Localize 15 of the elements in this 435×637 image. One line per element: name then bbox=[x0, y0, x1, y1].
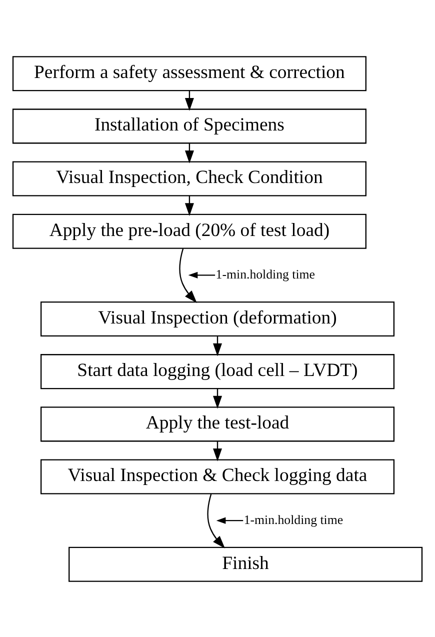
node-box: Visual Inspection (deformation) bbox=[40, 300, 395, 336]
node-text: 1-min.holding time bbox=[244, 512, 344, 526]
arrow bbox=[216, 516, 244, 524]
node-box: Start data logging (load cell – LVDT) bbox=[40, 354, 395, 389]
node-box: Apply the test-load bbox=[40, 406, 395, 442]
arrow bbox=[188, 271, 216, 278]
arrow bbox=[179, 248, 197, 303]
node-box: Apply the pre-load (20% of test load) bbox=[12, 213, 366, 248]
node-box: Visual Inspection, Check Condition bbox=[12, 160, 366, 196]
node-box: Visual Inspection & Check logging data bbox=[40, 458, 395, 494]
node-box: Installation of Specimens bbox=[12, 108, 366, 144]
node-box: Finish bbox=[68, 546, 423, 582]
node-box: Perform a safety assessment & correction bbox=[12, 56, 366, 91]
node-text: 1-min.holding time bbox=[216, 266, 315, 281]
arrow bbox=[207, 493, 225, 548]
